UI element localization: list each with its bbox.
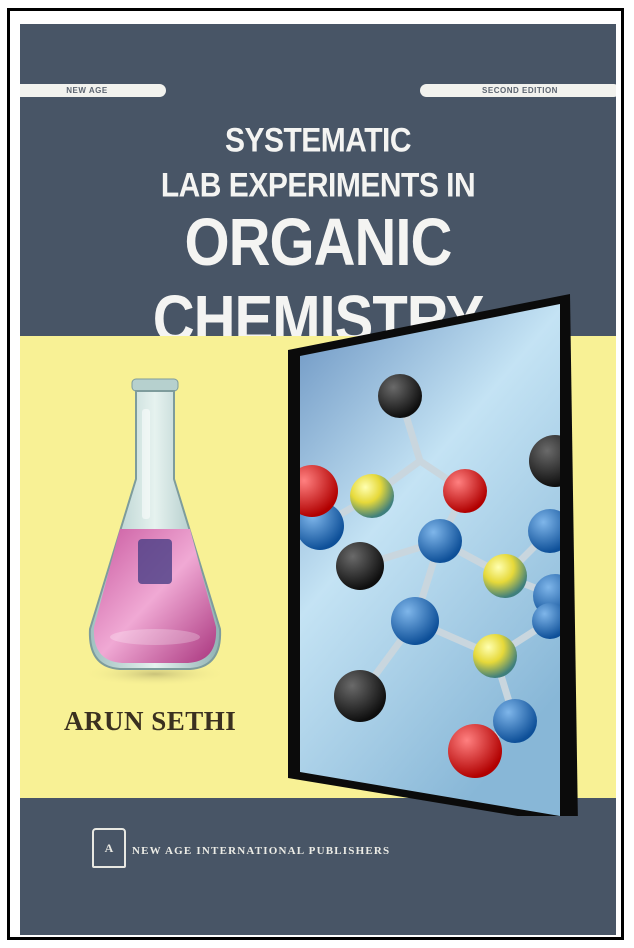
publisher-name: NEW AGE INTERNATIONAL PUBLISHERS <box>132 845 391 857</box>
top-left-badge: NEW AGE <box>20 84 166 97</box>
top-right-badge: SECOND EDITION <box>420 84 616 97</box>
title-line-2: LAB EXPERIMENTS IN <box>160 166 476 205</box>
author-name: ARUN SETHI <box>64 706 237 736</box>
book-cover: NEW AGE SECOND EDITION SYSTEMATIC LAB EX… <box>20 24 616 935</box>
title-line-1: SYSTEMATIC <box>224 121 412 160</box>
publisher-logo: A <box>92 828 126 868</box>
molecule-panel-illustration <box>288 294 578 816</box>
flask-illustration <box>83 378 227 686</box>
